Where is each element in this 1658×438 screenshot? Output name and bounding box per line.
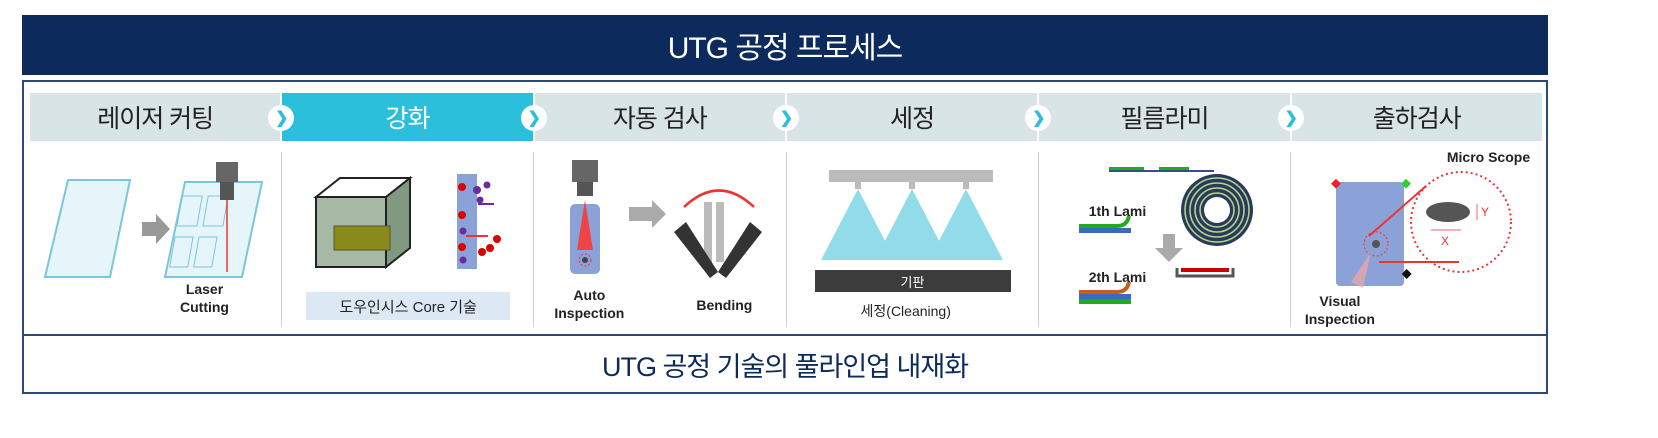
tab-laser-cutting[interactable]: 레이저 커팅 ❯ (30, 93, 295, 141)
caption-laser-cutting: Laser Cutting (180, 281, 229, 315)
step-laser-cutting: Laser Cutting (30, 152, 283, 327)
step-auto-inspection: Auto Inspection Bending (534, 152, 787, 327)
step-film-lami: 1th Lami 2th Lami (1039, 152, 1291, 327)
step-shipping-inspection: Y X Micro Scope Visual Inspection (1291, 149, 1542, 327)
step-cleaning: 기판 세정(Cleaning) (787, 152, 1039, 327)
inspection-bending-illustration (570, 160, 763, 278)
substrate-label: 기판 (814, 270, 1011, 292)
axis-x-label: X (1441, 234, 1449, 248)
step-strengthening: 도우인시스 Core 기술 (282, 152, 535, 327)
ion-exchange-illustration (313, 174, 502, 270)
tab-film-lami[interactable]: 필름라미 ❯ (1039, 93, 1304, 141)
caption-bending: Bending (696, 297, 753, 313)
tab-label: 레이저 커팅 (97, 105, 214, 133)
tab-label: 세정 (890, 105, 935, 133)
lamination-illustration (1078, 167, 1253, 304)
caption-2th-lami: 2th Lami (1088, 269, 1147, 285)
tab-label: 강화 (385, 105, 430, 133)
chevron-right-icon: ❯ (268, 105, 295, 131)
chevron-right-icon: ❯ (1025, 105, 1052, 131)
caption-auto-inspection: Auto Inspection (554, 287, 625, 321)
tab-label: 출하검사 (1372, 105, 1462, 133)
caption-cleaning: 세정(Cleaning) (860, 303, 951, 319)
tab-auto-inspection[interactable]: 자동 검사 ❯ (534, 93, 799, 141)
laser-cutting-illustration (43, 162, 264, 278)
process-panel: 레이저 커팅 ❯ 강화 ❯ 자동 검사 ❯ 세정 ❯ 필름라미 ❯ 출하검사 Laser … (22, 80, 1548, 394)
chevron-right-icon: ❯ (520, 105, 547, 131)
chevron-right-icon: ❯ (1277, 105, 1304, 131)
tab-strengthening[interactable]: 강화 ❯ (282, 93, 547, 141)
tab-cleaning[interactable]: 세정 ❯ (786, 93, 1052, 141)
core-technology-label: 도우인시스 Core 기술 (306, 292, 511, 320)
axis-y-label: Y (1481, 205, 1489, 219)
tab-shipping-inspection[interactable]: 출하검사 (1291, 93, 1542, 141)
footer-summary: UTG 공정 기술의 풀라인업 내재화 (24, 334, 1546, 392)
microscope-inspection-illustration: Y X (1330, 171, 1512, 288)
chevron-right-icon: ❯ (772, 105, 799, 131)
step-tabs: 레이저 커팅 ❯ 강화 ❯ 자동 검사 ❯ 세정 ❯ 필름라미 ❯ 출하검사 (30, 93, 1542, 141)
caption-1th-lami: 1th Lami (1088, 203, 1147, 219)
tab-label: 자동 검사 (612, 105, 708, 133)
cleaning-illustration (820, 170, 1003, 260)
tab-label: 필름라미 (1120, 105, 1209, 133)
caption-micro-scope: Micro Scope (1446, 149, 1531, 165)
page-title: UTG 공정 프로세스 (22, 15, 1548, 75)
caption-visual-inspection: Visual Inspection (1304, 293, 1375, 327)
